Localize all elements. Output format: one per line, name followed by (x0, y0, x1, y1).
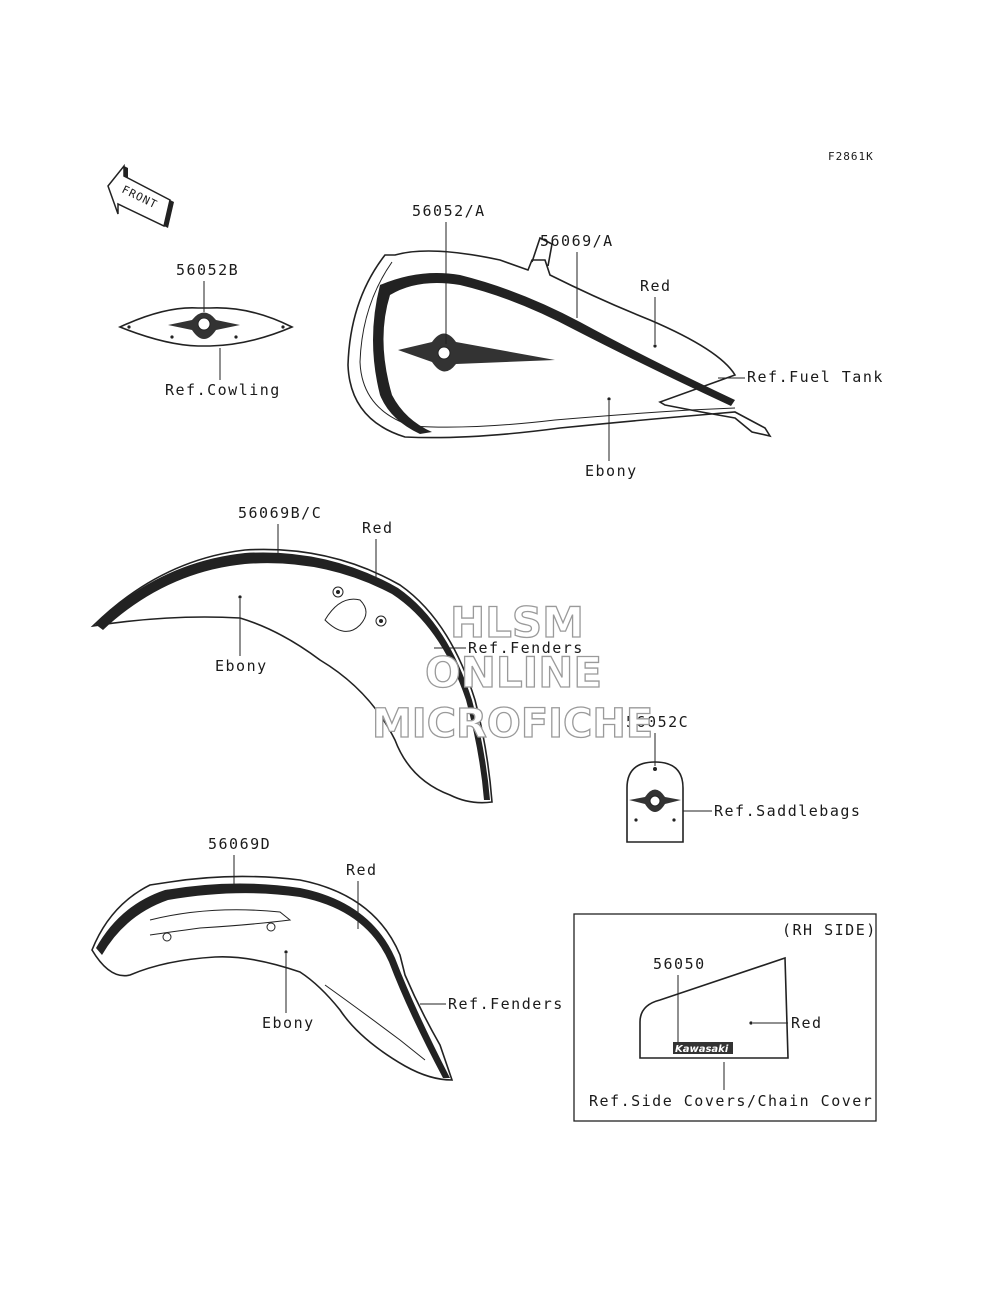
side-cover-color: Red (791, 1014, 823, 1032)
figure-code: F2861K (828, 150, 874, 163)
side-cover-outline (639, 956, 789, 1059)
front-fender-part-number: 56069B/C (238, 504, 322, 522)
cowling-emblem-group: 56052B Ref.Cowling (117, 261, 294, 399)
side-cover-side-label: (RH SIDE) (782, 921, 877, 939)
watermark-line3: MICROFICHE (372, 701, 653, 747)
saddlebag-plate (626, 761, 684, 843)
fuel-tank-group: 56052/A 56069/A Red Ref.Fuel Tank Ebony (347, 202, 884, 480)
kawasaki-badge (673, 1042, 733, 1054)
rear-fender-top-color: Red (346, 861, 378, 879)
tank-top-color: Red (640, 277, 672, 295)
cowling-plate (117, 307, 294, 347)
side-cover-box: (RH SIDE) 56050 Kawasaki Red Ref.Side Co… (573, 913, 877, 1122)
tank-emblem-part-number: 56052/A (412, 202, 486, 220)
front-fender-top-color: Red (362, 519, 394, 537)
front-fender-outline (90, 548, 493, 804)
front-direction-arrow-icon: FRONT (107, 163, 174, 228)
fuel-tank-emblem (398, 333, 555, 372)
kawasaki-badge-text: Kawasaki (675, 1044, 729, 1055)
side-cover-ref: Ref.Side Covers/Chain Cover (589, 1092, 873, 1110)
cowling-part-number: 56052B (176, 261, 239, 279)
rear-fender-outline (91, 875, 454, 1081)
fuel-tank-stripe (373, 272, 735, 434)
rear-fender-part-number: 56069D (208, 835, 271, 853)
side-cover-part-number: 56050 (653, 955, 706, 973)
fuel-tank-outline (347, 250, 772, 439)
watermark-line1: HLSM (450, 598, 584, 647)
watermark: HLSM ONLINE MICROFICHE (371, 597, 654, 747)
fuel-tank-ref: Ref.Fuel Tank (747, 368, 884, 386)
saddlebag-part-number: 56052C (626, 713, 689, 731)
rear-fender-body-color: Ebony (262, 1014, 315, 1032)
tank-stripe-part-number: 56069/A (540, 232, 614, 250)
front-fender-group: 56069B/C Red Ebony Ref.Fenders (90, 504, 584, 804)
cowling-ref: Ref.Cowling (165, 381, 281, 399)
saddlebag-ref: Ref.Saddlebags (714, 802, 861, 820)
tank-body-color: Ebony (585, 462, 638, 480)
front-fender-ref: Ref.Fenders (468, 639, 584, 657)
front-fender-body-color: Ebony (215, 657, 268, 675)
rear-fender-group: 56069D Red Ebony Ref.Fenders (91, 835, 564, 1081)
saddlebag-emblem-group: 56052C Ref.Saddlebags (626, 713, 861, 843)
rear-fender-ref: Ref.Fenders (448, 995, 564, 1013)
rear-fender-stripe (96, 883, 450, 1078)
watermark-line2: ONLINE (425, 648, 602, 697)
